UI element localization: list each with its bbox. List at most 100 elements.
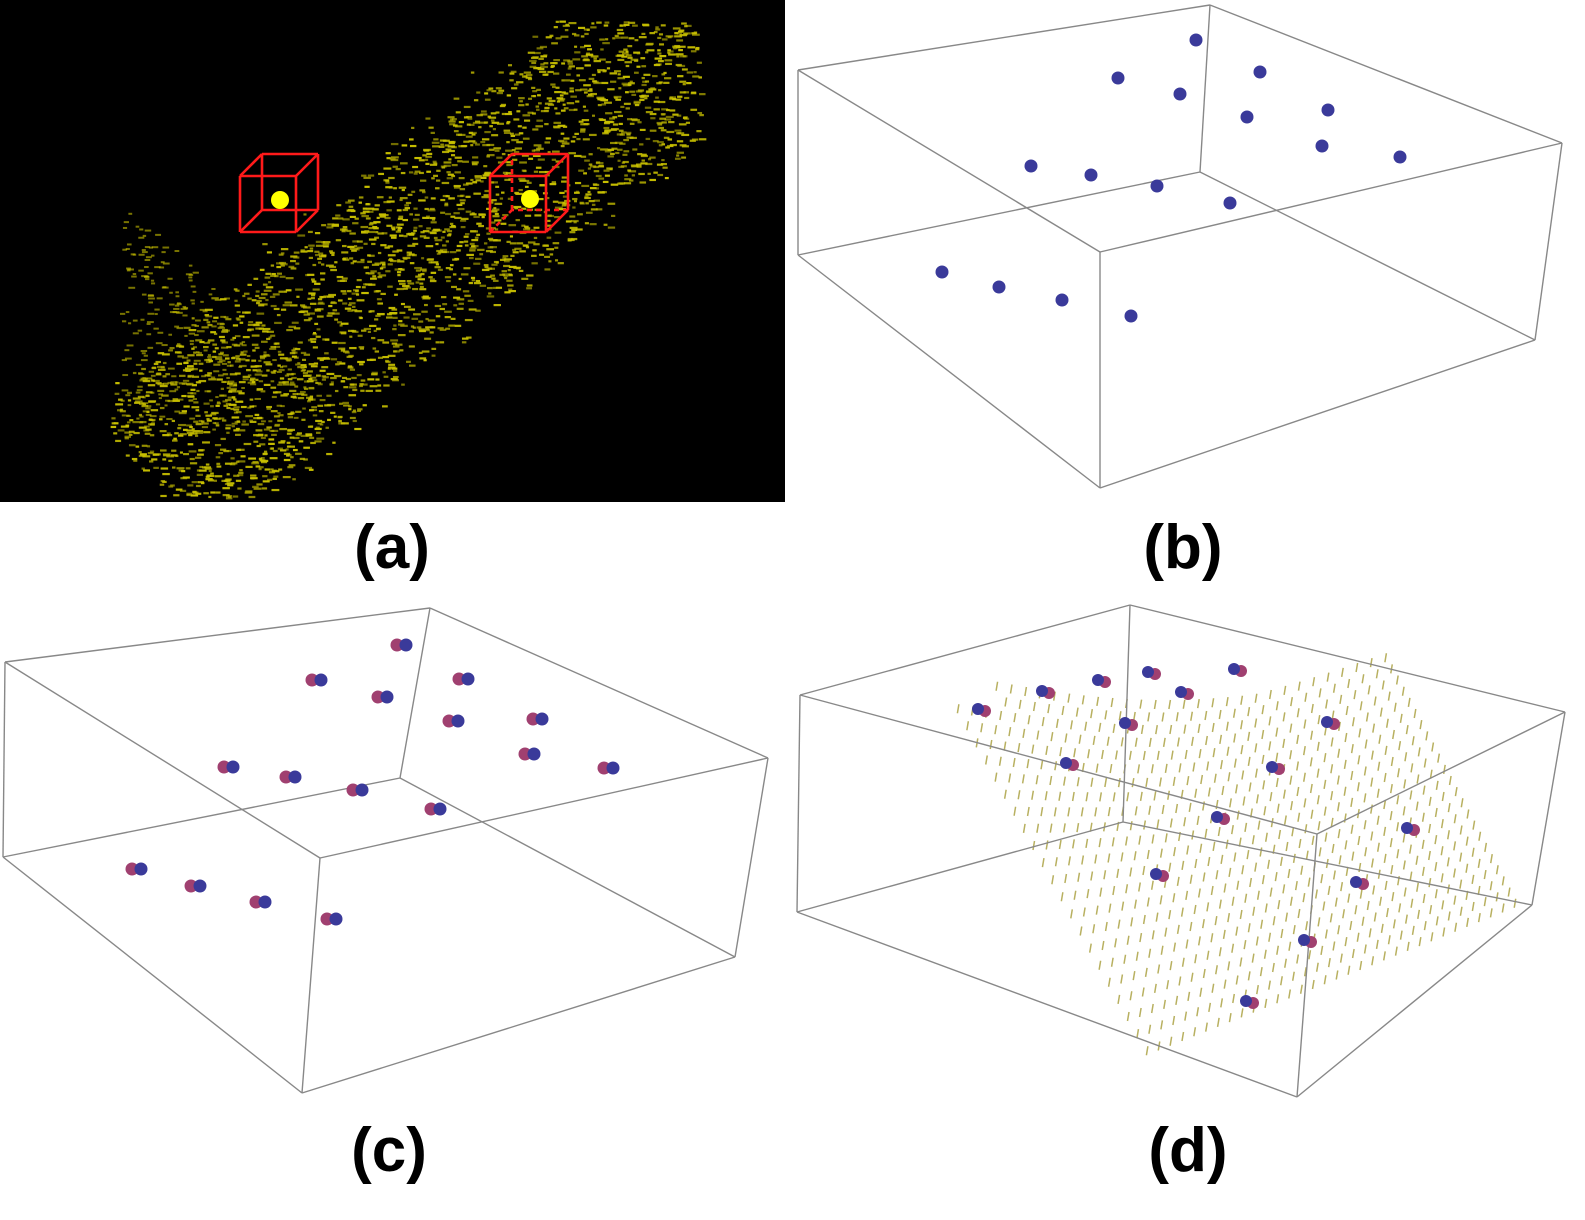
cloud-point — [280, 264, 285, 267]
cloud-point — [199, 308, 206, 311]
cloud-point — [210, 376, 216, 379]
cloud-point — [397, 229, 402, 232]
cloud-point — [314, 282, 321, 285]
cloud-point — [392, 316, 398, 319]
surface-tick — [1465, 836, 1469, 846]
box-edge — [319, 757, 769, 859]
surface-tick — [1045, 840, 1049, 850]
surface-tick — [1323, 752, 1327, 763]
cloud-point — [424, 337, 432, 340]
cloud-point — [351, 309, 358, 312]
cloud-point — [182, 356, 189, 359]
reconstructed-point — [526, 712, 540, 726]
surface-tick — [1275, 701, 1279, 711]
cloud-point — [533, 243, 540, 246]
cloud-point — [658, 33, 663, 36]
cloud-point — [141, 404, 149, 408]
cloud-point — [582, 138, 590, 141]
cloud-point — [141, 251, 148, 254]
cloud-point — [553, 121, 562, 124]
cloud-point — [189, 432, 198, 435]
cloud-point — [430, 197, 436, 200]
cloud-point — [556, 100, 561, 103]
cloud-point — [269, 347, 277, 350]
cloud-point — [548, 260, 552, 263]
cloud-point — [386, 313, 392, 316]
surface-tick — [1332, 941, 1336, 951]
cloud-point — [273, 369, 277, 373]
cloud-point — [661, 73, 666, 76]
cloud-point — [189, 425, 193, 429]
cloud-point — [524, 214, 532, 217]
cloud-point — [183, 326, 191, 329]
surface-tick — [1186, 775, 1190, 786]
cloud-point — [580, 130, 586, 133]
sample-point — [1189, 33, 1203, 47]
cloud-point — [193, 420, 199, 423]
surface-tick — [1303, 967, 1307, 977]
cloud-point — [618, 129, 624, 132]
cloud-point — [227, 396, 236, 399]
surface-tick — [1130, 917, 1134, 927]
cloud-point — [175, 345, 183, 348]
surface-tick — [1073, 748, 1077, 758]
surface-tick — [1183, 817, 1187, 827]
cloud-point — [481, 138, 490, 141]
cloud-point — [617, 58, 625, 62]
surface-tick — [1391, 892, 1395, 902]
cloud-point — [310, 441, 316, 445]
cloud-point — [377, 384, 382, 387]
cloud-point — [146, 445, 151, 448]
cloud-point — [234, 335, 241, 338]
cloud-point — [300, 249, 305, 252]
surface-tick — [1185, 939, 1189, 949]
surface-tick — [1389, 783, 1393, 794]
cloud-point — [205, 361, 211, 364]
cloud-point — [521, 75, 528, 78]
cloud-point — [507, 197, 512, 200]
cloud-point — [117, 429, 125, 432]
cloud-point — [462, 160, 469, 163]
box-edge — [1296, 833, 1318, 1098]
cloud-point — [256, 444, 261, 448]
cloud-point — [453, 130, 459, 133]
cloud-point — [533, 144, 542, 147]
cloud-point — [413, 226, 418, 229]
cloud-point — [448, 197, 455, 200]
cloud-point — [222, 381, 227, 384]
cloud-point — [491, 263, 498, 266]
cloud-point — [292, 351, 298, 354]
cloud-point — [149, 460, 154, 463]
cloud-point — [583, 58, 589, 61]
surface-tick — [1409, 871, 1413, 881]
cloud-point — [339, 324, 343, 327]
cloud-point — [435, 179, 441, 182]
cloud-point — [448, 140, 456, 144]
cloud-point — [192, 430, 200, 433]
cloud-point — [202, 310, 208, 313]
box-edge — [797, 4, 1211, 71]
box-edge — [2, 777, 401, 858]
cloud-point — [351, 411, 357, 414]
cloud-point — [649, 32, 655, 35]
cloud-point — [429, 331, 434, 334]
cloud-point — [474, 176, 483, 179]
cloud-point — [120, 312, 126, 315]
cloud-point — [238, 429, 246, 432]
cloud-point — [444, 228, 450, 231]
cloud-point — [655, 28, 661, 31]
cloud-point — [602, 132, 609, 135]
cloud-point — [358, 196, 364, 199]
surface-tick — [1394, 946, 1398, 956]
cloud-point — [202, 422, 209, 425]
surface-tick — [1159, 848, 1163, 858]
surface-tick — [1126, 792, 1130, 802]
surface-tick — [1385, 718, 1389, 728]
cloud-point — [617, 182, 624, 185]
surface-tick — [1110, 697, 1114, 708]
cloud-point — [447, 173, 454, 176]
surface-tick — [1229, 798, 1232, 808]
cloud-point — [161, 394, 169, 397]
cloud-point — [692, 75, 700, 78]
cloud-point — [539, 45, 548, 49]
